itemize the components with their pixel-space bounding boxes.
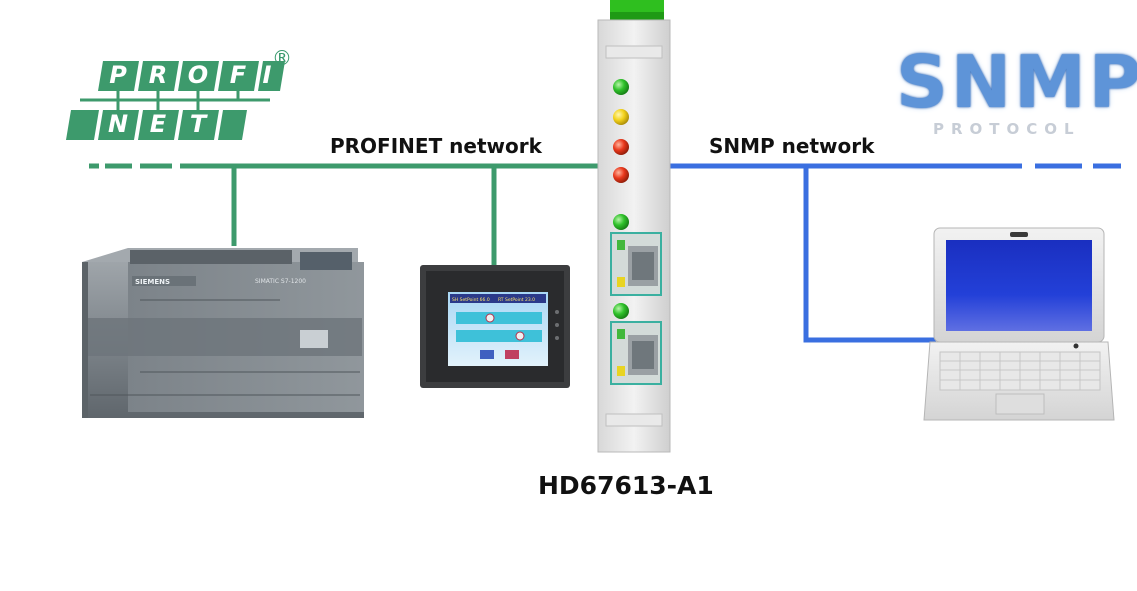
gateway-led-port2 <box>613 303 629 319</box>
plc-brand-strip <box>132 276 196 286</box>
plc-brand: SIEMENS <box>135 278 170 286</box>
hmi-header-left: SH SetPoint 66.0 <box>452 297 490 303</box>
plc-display-window <box>300 330 328 348</box>
hmi-unit-right <box>505 350 519 359</box>
laptop <box>923 227 1115 421</box>
hmi-duct-top <box>456 312 542 324</box>
snmp-network-label: SNMP network <box>709 134 875 158</box>
laptop-screen <box>946 240 1092 331</box>
plc-device: SIEMENS SIMATIC S7-1200 <box>82 248 364 418</box>
hmi-unit-left <box>480 350 494 359</box>
hmi-screen <box>448 292 548 366</box>
hmi-fan-left <box>485 313 495 323</box>
hmi-panel: SH SetPoint 66.0 RT SetPoint 23.0 <box>420 265 570 388</box>
hmi-fan-right <box>515 331 525 341</box>
gateway-device <box>597 0 671 453</box>
snmp-logo-subtitle: PROTOCOL <box>933 120 1081 138</box>
snmp-logo-title: SNMP <box>896 40 1137 124</box>
device-label: HD67613-A1 <box>538 471 714 500</box>
gateway-rj45-port-1 <box>610 232 662 296</box>
laptop-touchpad <box>995 393 1045 415</box>
profinet-logo <box>66 61 285 140</box>
gateway-top-connector-shade <box>610 12 664 20</box>
profinet-network-label: PROFINET network <box>330 134 542 158</box>
gateway-rj45-port-2 <box>610 321 662 385</box>
laptop-keys <box>940 352 1100 390</box>
plc-side-edge <box>82 262 88 418</box>
profinet-network-lines <box>89 163 598 266</box>
plc-vents <box>90 299 360 396</box>
hmi-side-buttons <box>555 310 559 340</box>
hmi-duct-bottom <box>456 330 542 342</box>
profinet-letter: R <box>148 61 168 89</box>
gateway-led-port1 <box>613 214 629 230</box>
gateway-bottom-slot <box>605 413 663 427</box>
profinet-letter: N <box>107 110 129 138</box>
profinet-letter: F <box>229 61 247 89</box>
profinet-logo-row1 <box>98 61 285 91</box>
profinet-letter: P <box>109 61 127 89</box>
registered-mark: ® <box>272 46 292 70</box>
profinet-letter: E <box>149 110 167 138</box>
profinet-logo-connectors <box>80 91 270 110</box>
plc-top-connector-right <box>300 252 352 270</box>
gateway-led-error-2 <box>613 167 629 183</box>
laptop-power-button <box>1073 343 1079 349</box>
gateway-led-status <box>613 109 629 125</box>
hmi-header-right: RT SetPoint 23.0 <box>498 297 535 303</box>
gateway-led-power <box>613 79 629 95</box>
gateway-top-slot <box>605 45 663 59</box>
hmi-screen-header <box>450 294 546 303</box>
profinet-letter: O <box>187 61 209 89</box>
laptop-webcam <box>1010 232 1028 237</box>
profinet-logo-row2 <box>66 110 247 140</box>
profinet-letter: T <box>189 110 207 138</box>
plc-model: SIMATIC S7-1200 <box>255 278 306 285</box>
snmp-drop-laptop <box>803 166 936 343</box>
plc-top-connector <box>130 250 292 264</box>
snmp-network-lines <box>670 163 1121 343</box>
gateway-led-error-1 <box>613 139 629 155</box>
profinet-letter: I <box>262 61 272 89</box>
